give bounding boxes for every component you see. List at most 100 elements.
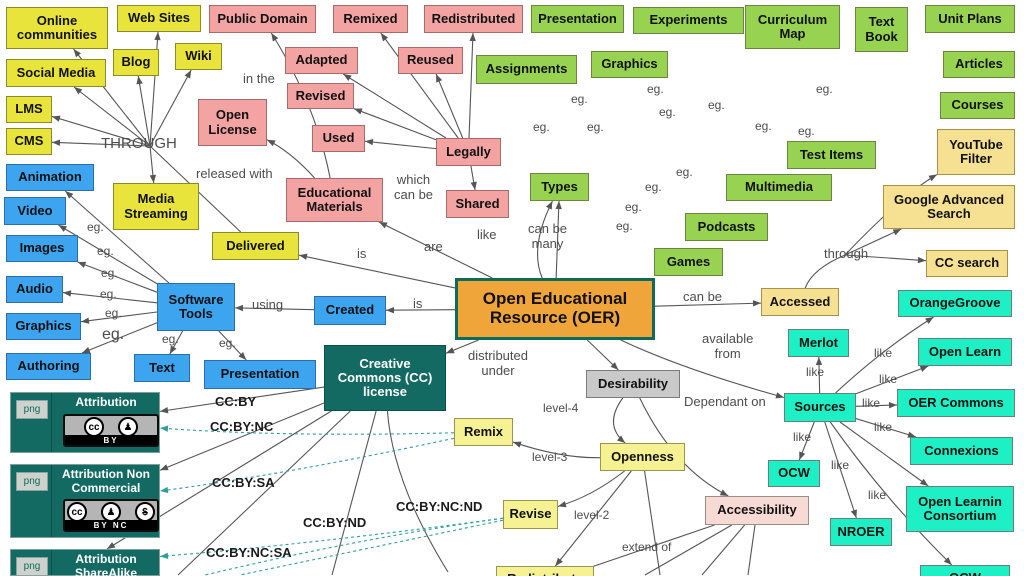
edge-label: CC:BY:NC:ND: [396, 499, 483, 514]
arrowhead: [892, 229, 902, 236]
web-sites-node: Web Sites: [117, 5, 201, 32]
card-divider: [51, 465, 52, 537]
oer-commons-node: OER Commons: [897, 389, 1015, 417]
edge-label: like: [874, 420, 893, 434]
license-card-title: Attribution: [75, 395, 137, 409]
arrowhead: [160, 464, 169, 471]
arrowhead: [299, 253, 308, 260]
edge-label: like: [862, 396, 881, 410]
arrowhead: [610, 362, 619, 370]
cc-license-node: Creative Commons (CC) license: [324, 345, 446, 411]
edge-label: eg.: [533, 120, 550, 134]
edge-label: CC:BY:NC:SA: [206, 545, 292, 560]
edge-label: CC:BY:ND: [303, 515, 367, 530]
games-node: Games: [654, 248, 723, 276]
arrowhead: [919, 365, 929, 372]
open-learn-node: Open Learn: [918, 338, 1012, 366]
edge: [239, 519, 504, 576]
presentation-b-node: Presentation: [204, 360, 316, 389]
remix-node: Remix: [454, 418, 513, 446]
edge: [159, 427, 455, 435]
text-b-node: Text: [134, 354, 190, 382]
edge-label: like: [806, 365, 825, 379]
ocw-2-node: OCW: [920, 565, 1010, 576]
edge: [804, 254, 846, 289]
edge-label: CC:BY:SA: [212, 475, 275, 490]
edge-label: can be many: [528, 221, 568, 251]
edge: [844, 228, 902, 256]
cc-badge-image: cc♟BY: [63, 414, 159, 447]
audio-node: Audio: [6, 276, 63, 303]
edge: [557, 470, 625, 507]
ocw-1-node: OCW: [768, 460, 820, 487]
arrowhead: [928, 174, 937, 182]
edge: [555, 200, 560, 279]
revise-node: Revise: [503, 500, 558, 529]
edge-label: level-2: [574, 508, 610, 522]
edge: [353, 108, 437, 141]
multimedia-node: Multimedia: [726, 174, 832, 201]
arrowhead: [815, 357, 823, 366]
adapted-node: Adapted: [285, 47, 358, 74]
reused-node: Reused: [398, 47, 463, 74]
edge: [298, 254, 456, 289]
edge: [824, 421, 857, 519]
curriculum-map-node: Curriculum Map: [745, 5, 840, 49]
arrowhead: [469, 33, 476, 42]
edge-label: eg.: [798, 124, 815, 138]
edge-label: in the: [243, 71, 275, 86]
edge: [829, 421, 953, 566]
public-domain-node: Public Domain: [209, 5, 316, 33]
card-divider: [51, 393, 52, 452]
edge-label: available from: [702, 331, 754, 361]
arrowhead: [184, 70, 192, 79]
arrowhead: [558, 501, 567, 508]
arrowhead: [907, 431, 916, 438]
online-communities-node: Online communities: [6, 7, 108, 49]
blog-node: Blog: [113, 49, 159, 76]
arrowhead: [160, 407, 169, 414]
cc-badge-image: cc♟$BY NC: [63, 499, 159, 532]
assignments-node: Assignments: [476, 55, 577, 84]
arrowhead: [365, 138, 374, 146]
arrowhead: [943, 557, 952, 565]
edge: [644, 524, 733, 576]
edge-label: eg.: [105, 306, 122, 320]
google-advanced-search-node: Google Advanced Search: [883, 185, 1015, 229]
edge: [435, 73, 464, 139]
png-chip: png: [16, 472, 48, 491]
edge: [855, 365, 929, 395]
experiments-node: Experiments: [633, 7, 744, 34]
arrowhead: [379, 222, 388, 229]
arrowhead: [850, 509, 857, 518]
arrowhead: [752, 300, 761, 307]
edge: [331, 410, 377, 576]
cc-icon: cc: [67, 502, 87, 522]
arrowhead: [919, 478, 929, 486]
arrowhead: [169, 345, 177, 354]
arrowhead: [52, 115, 61, 122]
edge: [137, 75, 151, 147]
accessed-node: Accessed: [761, 288, 839, 316]
arrowhead: [925, 317, 934, 324]
edge-label: eg.: [162, 332, 179, 346]
edge-label: eg.: [102, 326, 125, 343]
edge-label: extend of: [622, 540, 672, 554]
arrowhead: [775, 392, 784, 399]
edge-label: through: [824, 246, 869, 261]
edge-label: level-4: [543, 401, 579, 415]
remixed-node: Remixed: [333, 5, 408, 33]
nc-icon: $: [135, 502, 155, 522]
arrowhead: [513, 441, 522, 448]
nroer-node: NROER: [830, 518, 892, 546]
authoring-node: Authoring: [6, 353, 91, 380]
graphics-g-node: Graphics: [591, 51, 668, 78]
arrowhead: [73, 49, 82, 58]
used-node: Used: [312, 125, 365, 152]
arrowhead: [470, 181, 477, 190]
edge: [159, 437, 455, 492]
arrowhead: [267, 139, 276, 147]
educational-materials-node: Educational Materials: [286, 178, 383, 222]
